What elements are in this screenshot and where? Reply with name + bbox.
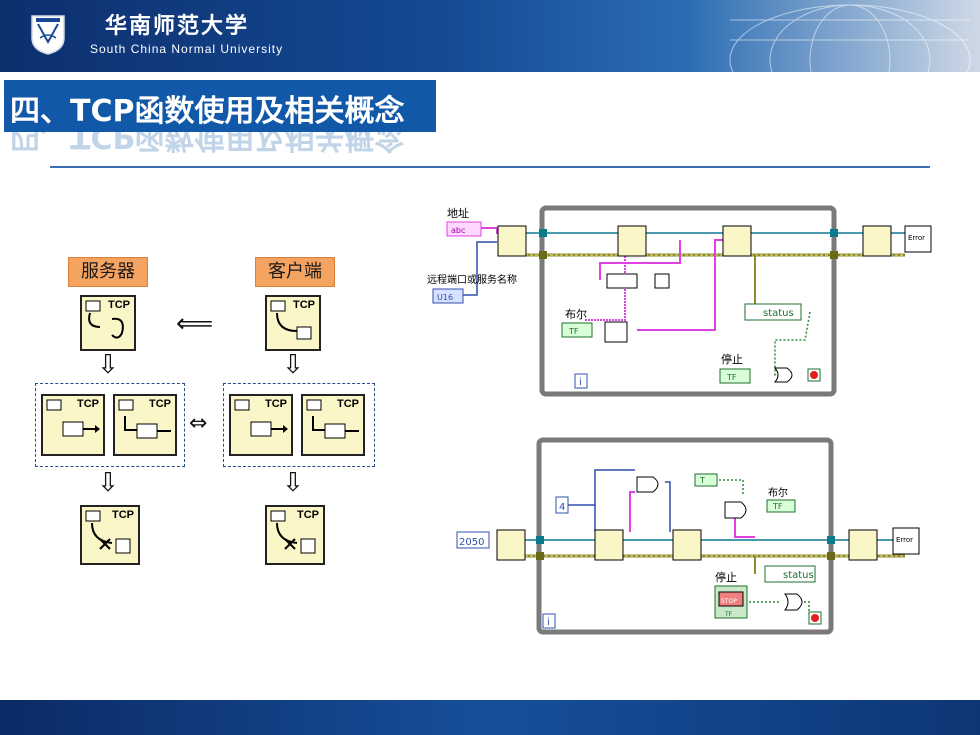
bidirectional-arrow-icon: ⇔ bbox=[189, 411, 208, 436]
globe-decoration-icon bbox=[729, 4, 971, 72]
loop-index: i bbox=[579, 377, 582, 388]
stop-label: 停止 bbox=[721, 352, 743, 366]
stop-tf: TF bbox=[724, 611, 733, 618]
tcp-read-icon: TCP bbox=[301, 394, 365, 456]
slide-title-reflection: 四、TCP函数使用及相关概念 bbox=[10, 132, 405, 154]
true-const: T bbox=[699, 476, 705, 485]
slide-title: 四、TCP函数使用及相关概念 bbox=[10, 94, 405, 129]
down-arrow-icon: ⇩ bbox=[282, 350, 304, 380]
status-label: status bbox=[783, 570, 814, 581]
down-arrow-icon: ⇩ bbox=[97, 468, 119, 498]
server-io-group bbox=[35, 383, 185, 467]
tcp-close-icon: TCP bbox=[265, 505, 325, 565]
university-name-cn: 华南师范大学 bbox=[105, 13, 250, 39]
port-label: 远程端口或服务名称 bbox=[427, 273, 517, 286]
error-text: Error bbox=[908, 234, 925, 242]
address-const: abc bbox=[451, 226, 465, 235]
tcp-listen-icon: TCP bbox=[80, 295, 136, 351]
tcp-write-icon: TCP bbox=[229, 394, 293, 456]
num-const: 4 bbox=[559, 502, 565, 513]
bool-indicator: TF bbox=[772, 502, 783, 511]
loop-index: i bbox=[547, 617, 550, 628]
port-const: U16 bbox=[437, 293, 453, 302]
server-label: 服务器 bbox=[68, 257, 148, 287]
down-arrow-icon: ⇩ bbox=[97, 350, 119, 380]
client-block-diagram: 地址 abc 远程端口或服务名称 U16 布尔 TF 停止 TF status … bbox=[427, 205, 932, 397]
address-label: 地址 bbox=[447, 206, 469, 220]
while-loop-frame bbox=[539, 205, 837, 397]
stop-label: 停止 bbox=[715, 570, 737, 584]
bool-label: 布尔 bbox=[565, 308, 587, 321]
port-value: 2050 bbox=[459, 537, 484, 548]
left-arrow-icon: ⟸ bbox=[176, 309, 214, 339]
bool-const: TF bbox=[568, 327, 579, 336]
client-label: 客户端 bbox=[255, 257, 335, 287]
stop-button: STOP bbox=[721, 598, 737, 605]
status-label: status bbox=[763, 308, 794, 319]
stop-const: TF bbox=[726, 373, 737, 382]
slide-title-box bbox=[4, 80, 436, 132]
footer-bar bbox=[0, 700, 980, 735]
server-block-diagram: 2050 4 T 布尔 TF 停止 STOP TF status i Error bbox=[456, 437, 920, 635]
title-divider bbox=[50, 166, 930, 168]
bool-label: 布尔 bbox=[768, 486, 788, 499]
client-io-group bbox=[223, 383, 375, 467]
down-arrow-icon: ⇩ bbox=[282, 468, 304, 498]
tcp-read-icon: TCP bbox=[113, 394, 177, 456]
university-logo-icon bbox=[31, 15, 65, 55]
tcp-open-icon: TCP bbox=[265, 295, 321, 351]
header-banner: 华南师范大学 South China Normal University bbox=[0, 0, 980, 72]
error-text: Error bbox=[896, 536, 913, 544]
tcp-write-icon: TCP bbox=[41, 394, 105, 456]
university-name-en: South China Normal University bbox=[90, 42, 284, 56]
tcp-close-icon: TCP bbox=[80, 505, 140, 565]
